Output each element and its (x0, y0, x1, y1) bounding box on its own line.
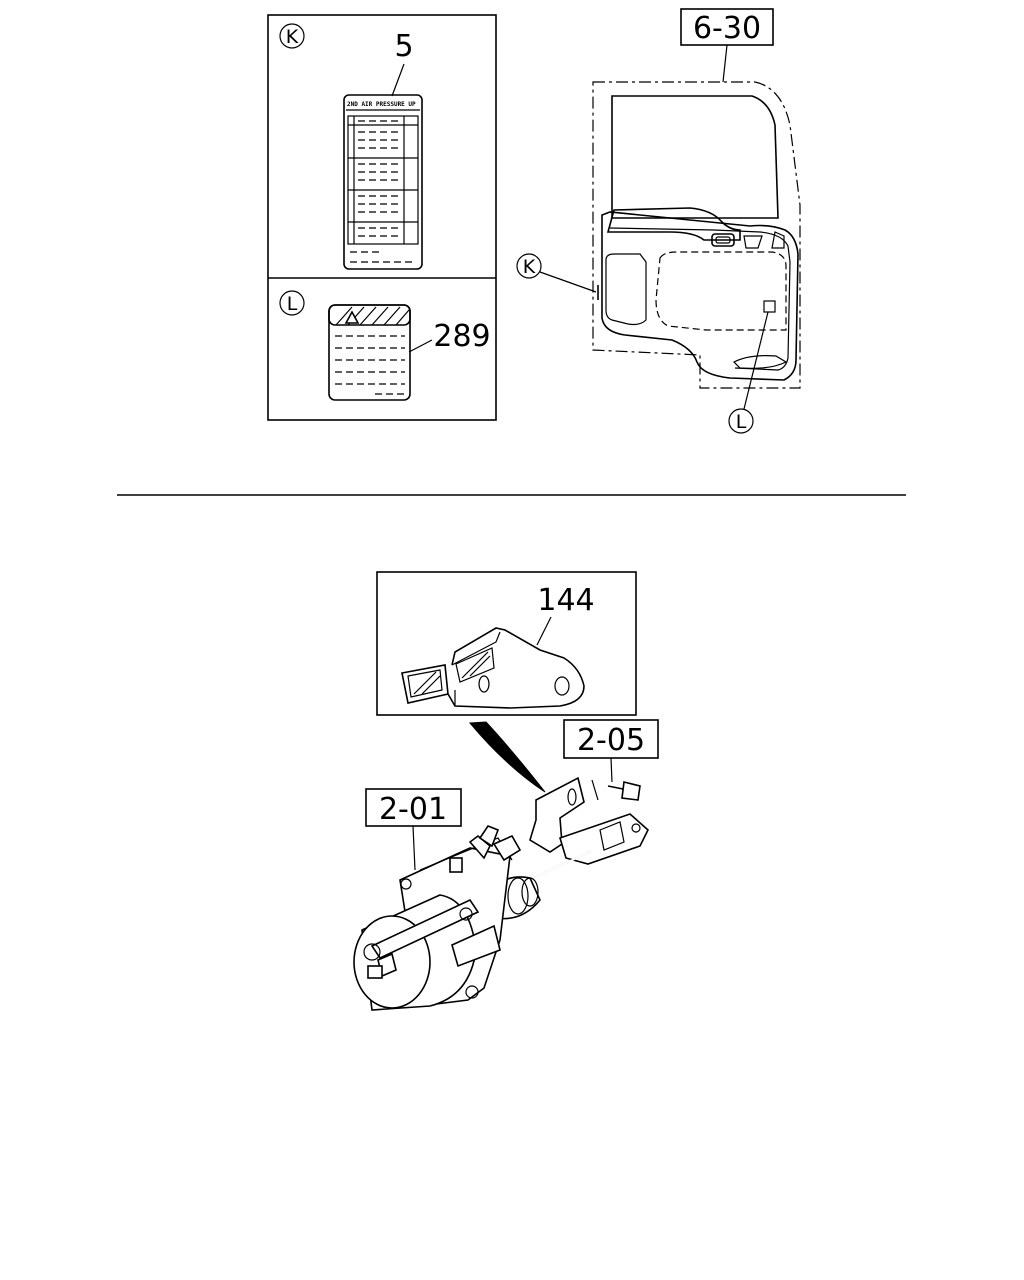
label-location-l (763, 300, 776, 313)
door-callout-l: L (728, 311, 769, 434)
door-handle (711, 233, 735, 247)
leader-289 (408, 339, 433, 353)
bolt-reference-label: 2-05 (577, 723, 645, 758)
booster-reference-label: 2-01 (379, 792, 447, 827)
door-callout-l-label: L (736, 411, 747, 433)
clutch-booster-assembly (353, 776, 649, 1011)
bracket-arrow (468, 721, 546, 793)
bracket-144 (401, 627, 585, 709)
door-reference-label: 6-30 (693, 11, 761, 46)
warning-triangle-icon (344, 310, 360, 324)
bracket-detail-box: 144 (376, 571, 637, 716)
door-callout-k-label: K (523, 256, 536, 278)
door-callout-k: K (516, 253, 597, 293)
detail-k-marker-label: K (286, 26, 299, 48)
door-handle-recess (606, 207, 741, 241)
detail-k: K 5 2ND AIR PRESSURE UP (279, 23, 423, 270)
leader-5 (391, 63, 405, 97)
door-reference-box: 6-30 (680, 8, 774, 83)
detail-box (267, 14, 497, 421)
bolt-reference-box: 2-05 (563, 719, 659, 783)
door-drawing (592, 81, 801, 389)
booster-reference-box: 2-01 (365, 788, 462, 871)
label-plate-5: 2ND AIR PRESSURE UP (343, 94, 423, 270)
leader-144 (536, 616, 552, 646)
part-number-144: 144 (537, 583, 594, 618)
detail-l-marker (279, 290, 305, 316)
part-number-5: 5 (394, 29, 413, 64)
door-pocket-left (605, 253, 647, 326)
detail-l-marker-label: L (287, 293, 298, 315)
detail-l: L 289 (279, 290, 491, 401)
bolt (591, 779, 641, 801)
warning-label-289 (328, 304, 411, 401)
detail-k-marker (279, 23, 305, 49)
label-plate-header: 2ND AIR PRESSURE UP (347, 101, 416, 108)
part-number-289: 289 (433, 319, 490, 354)
